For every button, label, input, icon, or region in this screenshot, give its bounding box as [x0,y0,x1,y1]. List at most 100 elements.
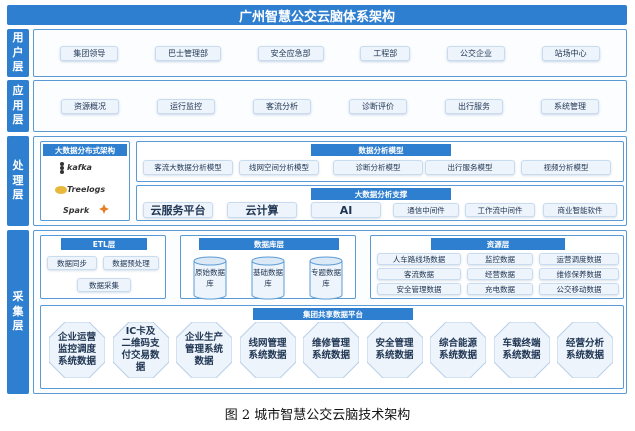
bigdata-title: 大数据分布式架构 [43,144,127,156]
user-item: 站场中心 [541,45,600,61]
etl-item: 数据预处理 [103,256,159,270]
model-item: 视频分析模型 [521,160,611,175]
octagon-shape [430,322,486,378]
platform-system-label: 车载终端系统数据 [502,338,541,361]
support-item: AI [311,202,381,218]
database-icon [193,256,227,300]
model-item: 诊断分析模型 [333,160,423,175]
user-layer-label: 用户层 [7,29,29,77]
app-item: 系统管理 [541,98,599,114]
platform-system-label: 企业生产管理系统数据 [184,332,223,367]
process-layer: 处理层 大数据分布式架构 kafka Treelogs Spark 数据分析模型… [7,136,627,226]
app-item: 诊断评价 [349,98,407,114]
support-title: 大数据分析支撑 [311,188,451,200]
octagon-shape [49,322,105,378]
collect-layer-label: 采集层 [7,230,29,394]
etl-panel: ETL层 数据同步 数据预处理 数据采集 [40,235,166,299]
resource-item: 运营调度数据 [539,253,619,265]
platform-panel: 集团共享数据平台 企业运营监控调度系统数据 IC卡及二维码支付交易数据企业生产管理… [40,305,624,389]
process-layer-label: 处理层 [7,136,29,226]
model-item: 出行服务模型 [425,160,515,175]
datastore-panel: 数据库层 原始数据库 基础数据库 专题数据库 [180,235,356,300]
user-item: 巴士管理部 [154,45,221,61]
support-item: 工作流中间件 [465,203,535,217]
platform-system-label: 安全管理系统数据 [375,338,414,361]
database-label: 专题数据库 [311,268,341,288]
resource-item: 维修保养数据 [539,268,619,280]
resource-item: 充电数据 [467,283,533,295]
platform-system-label: 综合能源系统数据 [438,338,477,361]
resource-item: 监控数据 [467,253,533,265]
octagon-shape [366,322,423,378]
resource-item: 客流数据 [377,268,461,280]
user-item: 集团领导 [60,45,119,61]
platform-system-item: 维修管理系统数据 [303,322,359,378]
app-layer: 应用层 资源概况 运行监控 客流分析 诊断评价 出行服务 系统管理 [7,80,627,132]
support-item: 商业智能软件 [543,203,617,217]
models-panel: 数据分析模型 客流大数据分析模型 线网空间分析模型 诊断分析模型 出行服务模型 … [136,141,624,182]
process-layer-frame: 大数据分布式架构 kafka Treelogs Spark 数据分析模型 客流大… [33,136,627,226]
bigdata-panel: 大数据分布式架构 kafka Treelogs Spark [40,141,130,221]
spark-logo: Spark [63,206,90,215]
collect-layer-frame: ETL层 数据同步 数据预处理 数据采集 数据库层 原始数据库 基础数据库 专题… [33,230,627,394]
platform-system-label: 维修管理系统数据 [311,338,350,361]
platform-system-item: 综合能源系统数据 [430,322,486,378]
platform-system-label: IC卡及二维码支付交易数据 [121,326,160,373]
octagon-shape [493,322,550,378]
resource-item: 安全管理数据 [377,283,461,295]
user-layer-frame: 集团领导 巴士管理部 安全应急部 工程部 公交企业 站场中心 [33,29,627,77]
app-layer-frame: 资源概况 运行监控 客流分析 诊断评价 出行服务 系统管理 [33,80,627,132]
user-item: 公交企业 [446,45,505,61]
database-cylinder: 原始数据库 [193,256,227,300]
octagon-shape [112,322,169,378]
database-icon [309,256,343,300]
database-icon [251,256,285,300]
app-item: 客流分析 [253,98,311,114]
platform-system-item: 安全管理系统数据 [366,322,423,378]
model-item: 客流大数据分析模型 [143,160,233,175]
resource-item: 经营数据 [467,268,533,280]
figure-caption: 图 2 城市智慧公交云脑技术架构 [224,408,411,423]
platform-system-item: IC卡及二维码支付交易数据 [112,322,169,378]
resource-item: 公交移动数据 [539,283,619,295]
octagon-shape [176,322,232,378]
user-item: 工程部 [360,45,411,61]
spark-star-icon [99,204,109,214]
app-item: 资源概况 [61,98,119,114]
kafka-icon [60,162,64,174]
etl-title: ETL层 [61,238,147,250]
platform-system-item: 企业运营监控调度系统数据 [49,322,105,378]
database-cylinder: 专题数据库 [309,256,343,300]
model-item: 线网空间分析模型 [239,160,319,175]
support-panel: 大数据分析支撑 云服务平台 云计算 AI 通信中间件 工作流中间件 商业智能软件 [136,185,624,221]
platform-system-item: 线网管理系统数据 [239,322,296,378]
treelogs-icon [55,186,67,194]
platform-title: 集团共享数据平台 [253,308,413,320]
platform-system-item: 经营分析系统数据 [557,322,613,378]
octagon-shape [303,322,359,378]
treelogs-logo: Treelogs [67,185,106,194]
resource-title: 资源层 [431,238,565,250]
user-item: 安全应急部 [257,45,324,61]
platform-system-label: 线网管理系统数据 [248,338,287,361]
etl-item: 数据采集 [77,278,131,292]
app-item: 运行监控 [157,98,215,114]
resource-panel: 资源层 人车路线场数据 监控数据 运营调度数据 客流数据 经营数据 维修保养数据… [370,235,624,299]
octagon-shape [239,322,296,378]
platform-system-item: 企业生产管理系统数据 [176,322,232,378]
octagon-shape [557,322,613,378]
platform-system-label: 企业运营监控调度系统数据 [57,332,96,367]
platform-system-label: 经营分析系统数据 [565,338,604,361]
support-item: 云服务平台 [143,202,213,218]
etl-item: 数据同步 [47,256,97,270]
collect-layer: 采集层 ETL层 数据同步 数据预处理 数据采集 数据库层 原始数据库 基础数据… [7,230,627,394]
database-label: 原始数据库 [195,268,225,288]
datastore-title: 数据库层 [199,238,339,250]
diagram-title: 广州智慧公交云脑体系架构 [7,5,627,25]
database-cylinder: 基础数据库 [251,256,285,300]
platform-system-item: 车载终端系统数据 [493,322,550,378]
kafka-logo: kafka [67,163,92,172]
models-title: 数据分析模型 [311,144,451,156]
user-layer: 用户层 集团领导 巴士管理部 安全应急部 工程部 公交企业 站场中心 [7,29,627,77]
support-item: 通信中间件 [393,203,459,217]
